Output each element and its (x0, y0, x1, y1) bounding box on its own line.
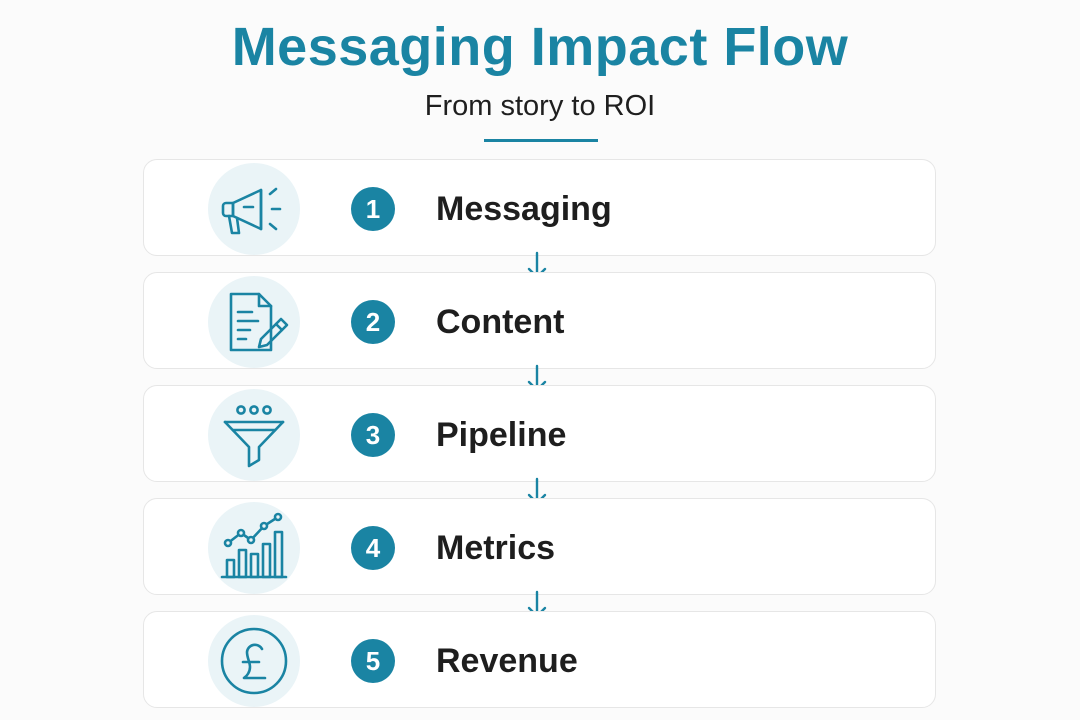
step-number: 1 (351, 187, 395, 231)
step-label: Metrics (436, 529, 556, 567)
step-label: Content (436, 303, 565, 341)
step-card-metrics: 4 Metrics (143, 498, 936, 595)
megaphone-icon (208, 163, 300, 255)
step-label: Messaging (436, 190, 612, 228)
page-subtitle: From story to ROI (424, 90, 656, 122)
step-number: 2 (351, 300, 395, 344)
step-card-revenue: 5 Revenue (143, 611, 936, 708)
step-label: Revenue (436, 642, 578, 680)
pound-coin-icon (208, 615, 300, 707)
step-number: 5 (351, 639, 395, 683)
step-label: Pipeline (436, 416, 567, 454)
document-edit-icon (208, 276, 300, 368)
step-number: 3 (351, 413, 395, 457)
funnel-icon (208, 389, 300, 481)
step-card-content: 2 Content (143, 272, 936, 369)
step-card-messaging: 1 Messaging (143, 159, 936, 256)
title-underline (484, 139, 598, 142)
chart-growth-icon (208, 502, 300, 594)
page-title: Messaging Impact Flow (231, 17, 849, 77)
step-number: 4 (351, 526, 395, 570)
step-card-pipeline: 3 Pipeline (143, 385, 936, 482)
